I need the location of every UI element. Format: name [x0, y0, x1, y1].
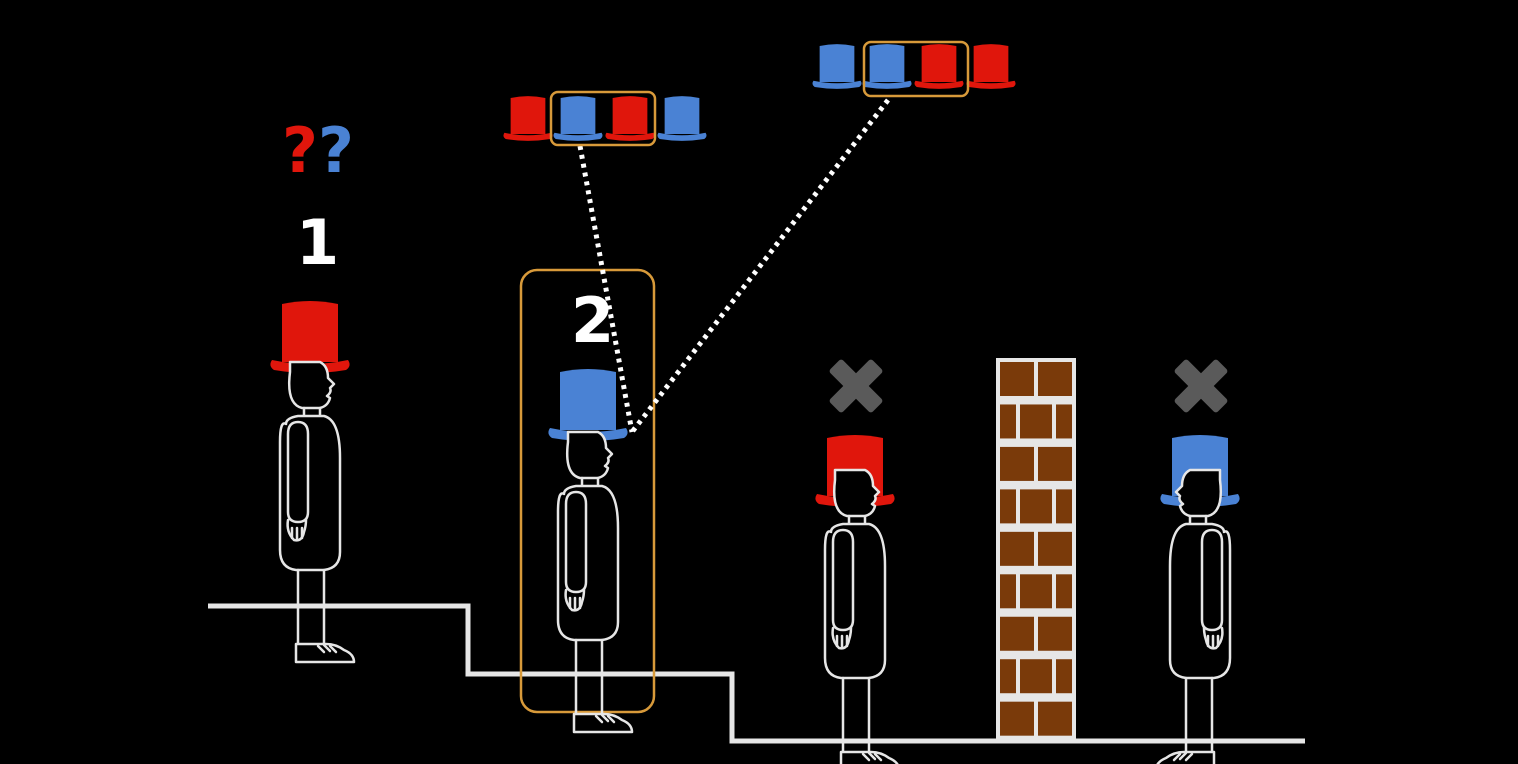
brick [1038, 531, 1072, 566]
brick [1038, 362, 1072, 396]
staircase-ground [208, 603, 1305, 744]
sight-line-left [577, 145, 635, 433]
brick [1000, 574, 1016, 609]
brick [1000, 362, 1034, 396]
brick [1000, 659, 1016, 694]
brick [1000, 404, 1016, 439]
top-hat-icon [548, 369, 628, 441]
hat-sequence-2-highlight [862, 40, 970, 98]
person-2-number: 2 [571, 284, 614, 357]
stick-person-icon [278, 360, 356, 664]
brick [1000, 489, 1016, 524]
top-hat-icon [605, 96, 655, 141]
hat-sequence-2 [812, 40, 1016, 98]
person-3 [815, 435, 901, 764]
brick [1020, 659, 1052, 694]
brick [1000, 616, 1034, 651]
sight-line-right [630, 98, 890, 434]
brick [1056, 404, 1072, 439]
question-mark-red: ? [282, 114, 318, 187]
brick [1020, 404, 1052, 439]
top-hat-icon [503, 96, 553, 141]
person-4 [1154, 435, 1240, 764]
question-mark-blue: ? [318, 114, 354, 187]
top-hat-icon [657, 96, 707, 141]
brick [1056, 574, 1072, 609]
top-hat-icon [862, 44, 912, 89]
brick [1000, 531, 1034, 566]
cross-icon [1173, 358, 1229, 414]
cross-icon [828, 358, 884, 414]
stick-person-icon [823, 468, 901, 764]
hat-sequence-1-highlight [549, 90, 657, 147]
person-1-number: 1 [296, 206, 339, 279]
brick [1020, 489, 1052, 524]
stick-person-icon [556, 430, 634, 734]
question-mark-icon: ? ? [282, 114, 354, 187]
top-hat-icon [966, 44, 1016, 89]
brick-wall-icon [996, 358, 1076, 741]
hat-sequence-1 [503, 90, 707, 147]
brick [1038, 701, 1072, 736]
brick [1000, 446, 1034, 481]
person-2-highlight-box [519, 268, 656, 714]
brick [1020, 574, 1052, 609]
brick [1056, 489, 1072, 524]
person-2 [548, 369, 634, 734]
brick [1038, 616, 1072, 651]
top-hat-icon [914, 44, 964, 89]
stick-person-icon [1154, 468, 1232, 764]
top-hat-icon [553, 96, 603, 141]
top-hat-icon [812, 44, 862, 89]
brick [1000, 701, 1034, 736]
brick [1056, 659, 1072, 694]
brick [1038, 446, 1072, 481]
